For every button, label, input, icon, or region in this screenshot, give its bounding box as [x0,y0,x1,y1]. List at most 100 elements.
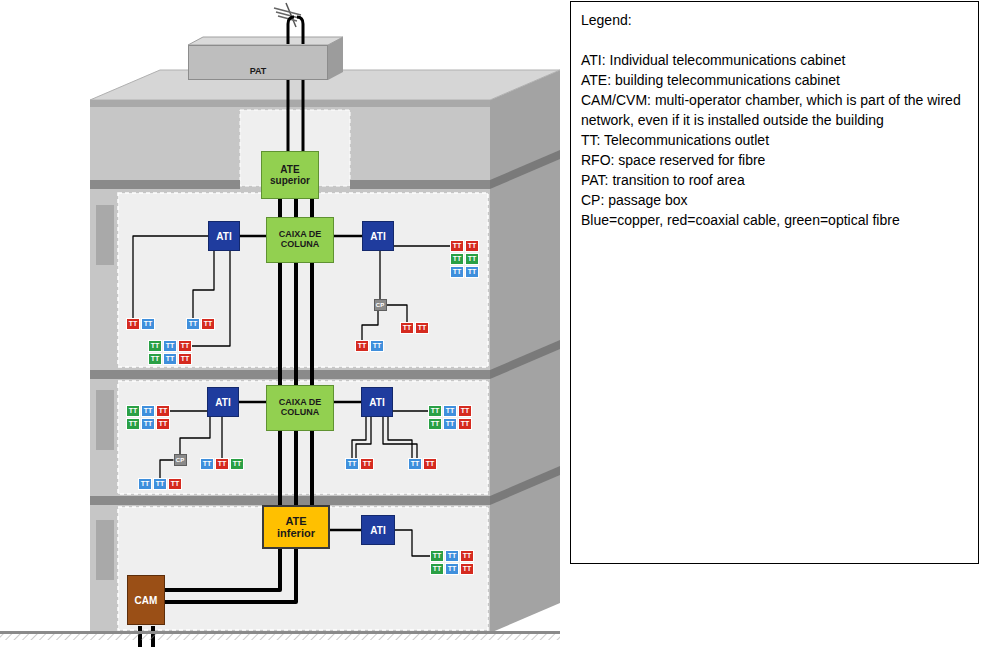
cable-run [280,263,312,385]
telecom-outlet: TT [201,318,215,330]
legend-text: CAM/CVM: multi-operator chamber, which i… [581,92,961,128]
cable-run [133,236,208,318]
building-cabinet: ATE inferior [262,505,330,549]
multi-operator-chamber: CAM [127,575,165,625]
floor-slab [490,150,560,189]
telecom-outlet: TT [423,458,437,470]
node-label: TT [468,268,477,276]
cable-run [170,410,207,411]
legend-row: CP: passage box [581,190,968,210]
building-side [490,70,560,633]
individual-cabinet: ATI [208,221,240,251]
legend-row: PAT: transition to roof area [581,170,968,190]
telecom-outlet: TT [163,353,177,365]
node-label: ATI [369,397,384,408]
floor-interior [118,381,488,494]
telecom-outlet: TT [138,478,152,490]
node-label: TT [431,407,440,415]
cable-run [193,251,214,318]
node-label: TT [461,420,470,428]
node-label: TT [463,552,472,560]
floor-interior [118,507,488,630]
node-label: TT [151,342,160,350]
node-label: TT [363,460,372,468]
node-label: ATE superior [265,164,315,186]
legend-text: Blue=copper, red=coaxial cable, green=op… [581,212,900,228]
floor-interior [118,193,488,367]
legend-text: CP: passage box [581,192,688,208]
node-label: TT [448,565,457,573]
telecom-outlet: TT [141,318,155,330]
legend-row: ATI: Individual telecommunications cabin… [581,50,968,70]
node-label: TT [204,320,213,328]
telecom-outlet: TT [428,418,442,430]
telecom-outlet: TT [126,318,140,330]
node-label: ATI [216,231,231,242]
node-label: TT [411,460,420,468]
node-label: TT [453,242,462,250]
legend-text: TT: Telecommunications outlet [581,132,769,148]
legend-text: ATE: building telecommunications cabinet [581,72,840,88]
telecom-outlet: TT [178,340,192,352]
node-label: TT [446,407,455,415]
column-box: CAIXA DE COLUNA [266,217,334,263]
node-label: TT [433,552,442,560]
column-box: CAIXA DE COLUNA [266,385,334,431]
cable-run [393,410,428,411]
cable-run [334,235,362,238]
node-label: ATE inferior [270,515,322,539]
cable-run [383,417,417,458]
antenna-cable [288,17,303,44]
stair-tower [240,110,350,186]
telecom-outlet: TT [450,266,464,278]
legend-row: ATE: building telecommunications cabinet [581,70,968,90]
telecom-outlet: TT [458,405,472,417]
individual-cabinet: ATI [361,387,393,417]
floor-slab [350,180,490,189]
node-label: TT [129,320,138,328]
node-label: TT [373,342,382,350]
telecom-outlet: TT [460,550,474,562]
node-label: TT [159,407,168,415]
cable-run [280,431,312,505]
legend-text: ATI: Individual telecommunications cabin… [581,52,845,68]
building-front [90,100,490,633]
telecom-outlet: TT [355,340,369,352]
cable-run [221,417,222,458]
node-label: CAIXA DE COLUNA [271,230,329,250]
legend-panel: Legend:ATI: Individual telecommunication… [570,1,979,564]
node-label: ATI [370,231,385,242]
node-label: TT [203,460,212,468]
telecom-outlet: TT [360,458,374,470]
cable-run [352,417,371,458]
telecom-outlet: TT [465,253,479,265]
cable-run [394,245,450,246]
telecom-outlet: TT [126,418,140,430]
telecom-outlet: TT [465,266,479,278]
telecom-outlet: TT [148,340,162,352]
node-label: TT [463,565,472,573]
node-label: TT [233,460,242,468]
telecom-outlet: TT [141,405,155,417]
node-label: TT [453,255,462,263]
node-label: TT [403,324,412,332]
individual-cabinet: ATI [362,221,394,251]
node-label: TT [144,420,153,428]
node-label: TT [418,324,427,332]
cable-run [280,199,312,217]
passage-box: CP [374,299,387,311]
individual-cabinet: ATI [361,515,395,545]
floor-slab [90,180,240,189]
telecom-outlet: TT [163,340,177,352]
node-label: TT [181,355,190,363]
telecom-outlet: TT [200,458,214,470]
node-label: TT [448,552,457,560]
node-label: TT [189,320,198,328]
node-label: TT [358,342,367,350]
node-label: TT [461,407,470,415]
node-label: CP [376,302,384,309]
telecom-outlet: TT [156,418,170,430]
node-label: TT [181,342,190,350]
telecom-outlet: TT [215,458,229,470]
building-cabinet: ATE superior [261,151,319,199]
